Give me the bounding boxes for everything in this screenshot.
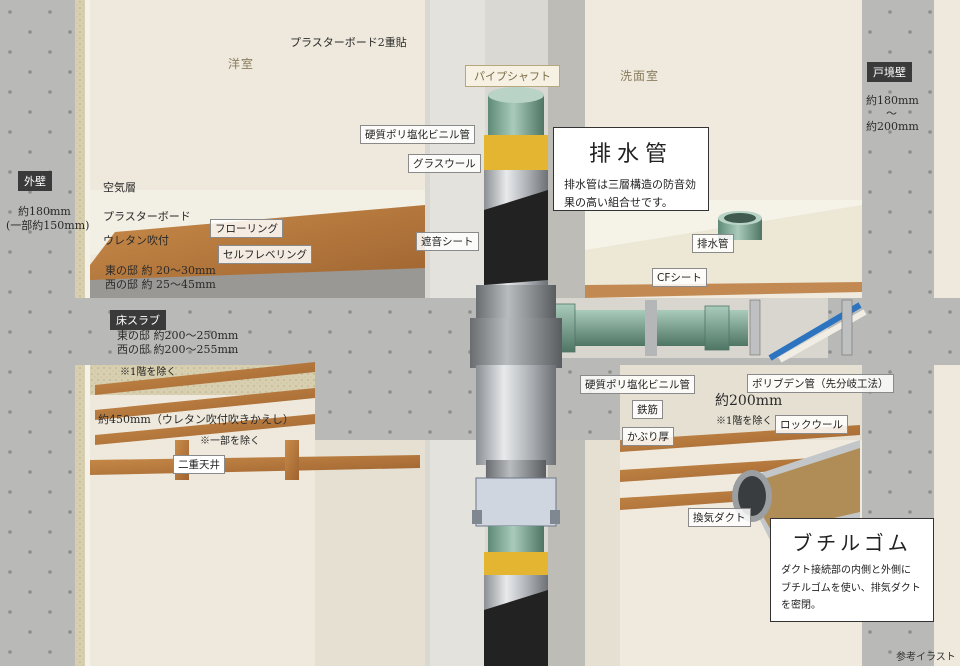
callout-butyl-body-1: ダクト接続部の内側と外側に: [781, 565, 911, 576]
label-except-first-floor-2: ※1階を除く: [716, 416, 773, 427]
label-rock-wool: ロックウール: [775, 415, 848, 434]
label-plasterboard: プラスターボード: [103, 210, 191, 223]
label-double-ceiling: 二重天井: [173, 455, 225, 474]
callout-drain-body-2: 果の高い組合せです。: [564, 195, 673, 209]
label-self-leveling: セルフレベリング: [218, 245, 312, 264]
callout-drain-pipe: 排水管 排水管は三層構造の防音効 果の高い組合せです。: [553, 127, 709, 211]
label-hard-pvc-pipe-top: 硬質ポリ塩化ビニル管: [360, 125, 475, 144]
label-rebar: 鉄筋: [632, 400, 663, 419]
label-boundary-wall: 戸境壁: [867, 62, 912, 82]
label-ceiling-450: 約450mm（ウレタン吹付吹きかえし）: [98, 413, 294, 426]
label-reference-illustration: 参考イラスト: [896, 652, 956, 663]
label-boundary-wall-size-2: 約200mm: [866, 120, 919, 133]
label-cf-sheet: CFシート: [652, 268, 707, 287]
label-west-thickness: 西の邸 約 25～45mm: [105, 278, 216, 291]
callout-butyl-body-3: を密閉。: [781, 600, 821, 611]
label-polybutene-pipe: ポリブデン管（先分岐工法）: [747, 374, 894, 393]
label-floor-slab-west: 西の邸 約200～255mm: [117, 343, 239, 356]
label-outer-wall-size: 約180mm: [18, 205, 71, 218]
label-hard-pvc-pipe-bottom: 硬質ポリ塩化ビニル管: [580, 375, 695, 394]
self-leveling-layer: [90, 268, 425, 298]
label-floor-slab-east: 東の邸 約200～250mm: [117, 329, 239, 342]
callout-drain-title: 排水管: [588, 142, 673, 167]
callout-butyl-rubber: ブチルゴム ダクト接続部の内側と外側に ブチルゴムを使い、排気ダクト を密閉。: [770, 518, 934, 622]
label-outer-wall-partial: (一部約150mm): [6, 219, 90, 232]
room-label-washroom: 洗面室: [620, 69, 660, 83]
floor-supports: [749, 299, 853, 356]
label-cover-thickness: かぶり厚: [622, 427, 674, 446]
label-plasterboard-double: プラスターボード2重貼: [290, 36, 407, 49]
double-ceiling-joists-left: [90, 362, 420, 480]
label-partial-except: ※一部を除く: [200, 436, 260, 447]
label-sound-barrier-sheet: 遮音シート: [416, 232, 479, 251]
label-exhaust-duct: 換気ダクト: [688, 508, 751, 527]
label-except-first-floor: ※1階を除く: [120, 367, 177, 378]
label-urethane-spray: ウレタン吹付: [103, 234, 169, 247]
label-flooring: フローリング: [210, 219, 283, 238]
label-boundary-wall-size-1: 約180mm: [866, 94, 919, 107]
label-floor-slab: 床スラブ: [110, 310, 166, 330]
label-boundary-wall-tilde: ～: [886, 107, 897, 120]
label-drain-pipe: 排水管: [692, 234, 734, 253]
label-outer-wall: 外壁: [18, 171, 52, 191]
room-label-western: 洋室: [228, 57, 255, 71]
label-approx-200mm: 約200mm: [715, 393, 783, 409]
callout-butyl-body-2: ブチルゴムを使い、排気ダクト: [781, 582, 921, 594]
callout-drain-body-1: 排水管は三層構造の防音効: [564, 178, 696, 191]
label-glass-wool: グラスウール: [408, 154, 481, 173]
label-east-thickness: 東の邸 約 20～30mm: [105, 264, 216, 277]
washroom-drain-stub: [718, 211, 762, 240]
vertical-drain-pipe: [470, 87, 562, 666]
label-air-layer: 空気層: [103, 181, 136, 194]
room-label-pipe-shaft: パイプシャフト: [465, 65, 560, 87]
callout-butyl-title: ブチルゴム: [792, 531, 912, 555]
